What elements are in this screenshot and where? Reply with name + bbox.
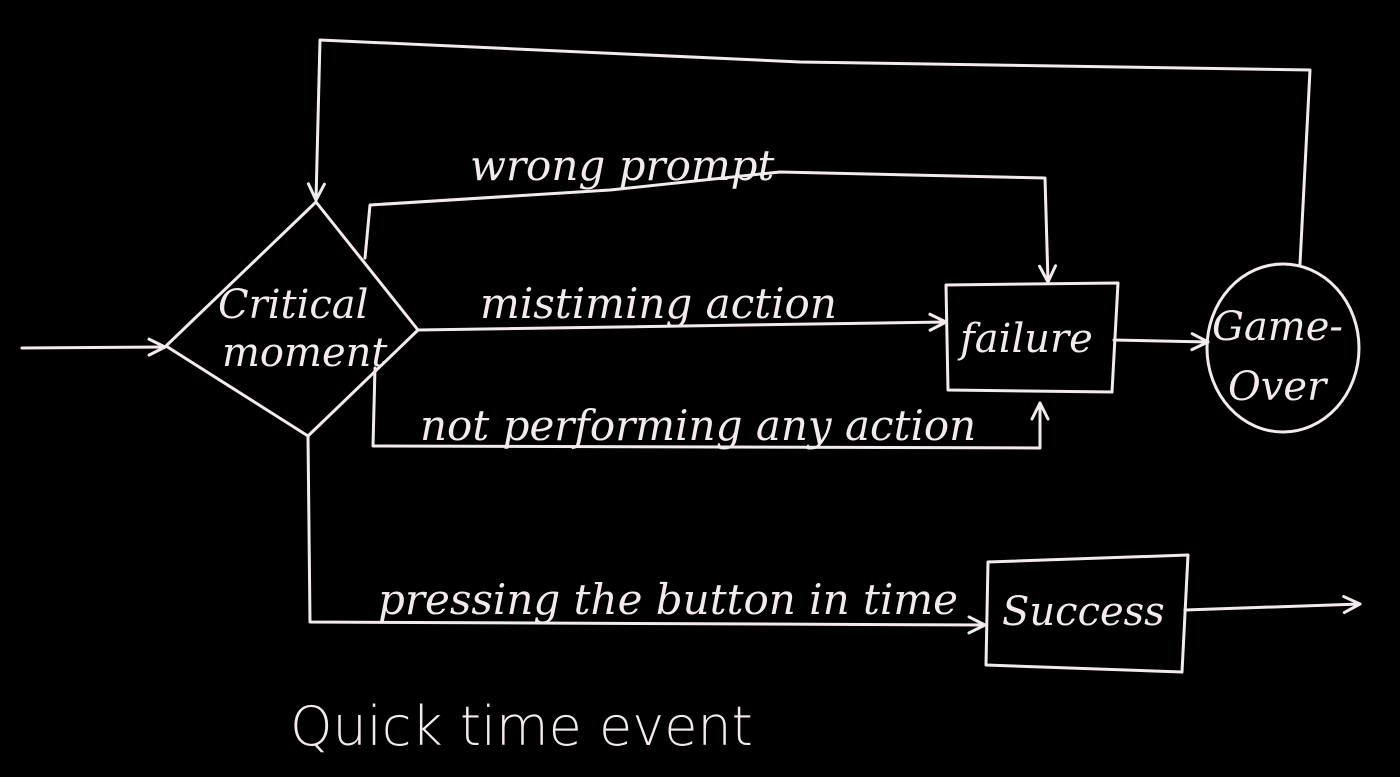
game-over-loop-arrow — [306, 38, 1312, 266]
success-label: Success — [1002, 589, 1165, 635]
exit-arrow — [1183, 595, 1362, 615]
success-box — [984, 553, 1190, 674]
not-performing-arrow — [371, 366, 1050, 450]
game-over-label-line2: Over — [1228, 364, 1329, 410]
critical-moment-label-line1: Critical — [218, 282, 368, 328]
diagram-caption: Quick time event — [290, 695, 753, 758]
critical-moment-label-line2: moment — [222, 330, 388, 376]
mistiming-action-label: mistiming action — [480, 279, 837, 328]
mistiming-action-arrow — [416, 312, 948, 332]
wrong-prompt-arrow — [363, 170, 1058, 284]
game-over-label-line1: Game- — [1212, 304, 1343, 350]
not-performing-label: not performing any action — [420, 401, 976, 450]
wrong-prompt-label: wrong prompt — [470, 141, 775, 190]
game-over-circle — [1205, 262, 1361, 434]
failure-to-game-over-arrow — [1112, 332, 1210, 352]
pressing-button-arrow — [306, 434, 987, 635]
entry-arrow — [20, 337, 167, 357]
failure-label: failure — [957, 316, 1093, 362]
pressing-button-label: pressing the button in time — [378, 575, 958, 624]
failure-box — [944, 281, 1120, 394]
